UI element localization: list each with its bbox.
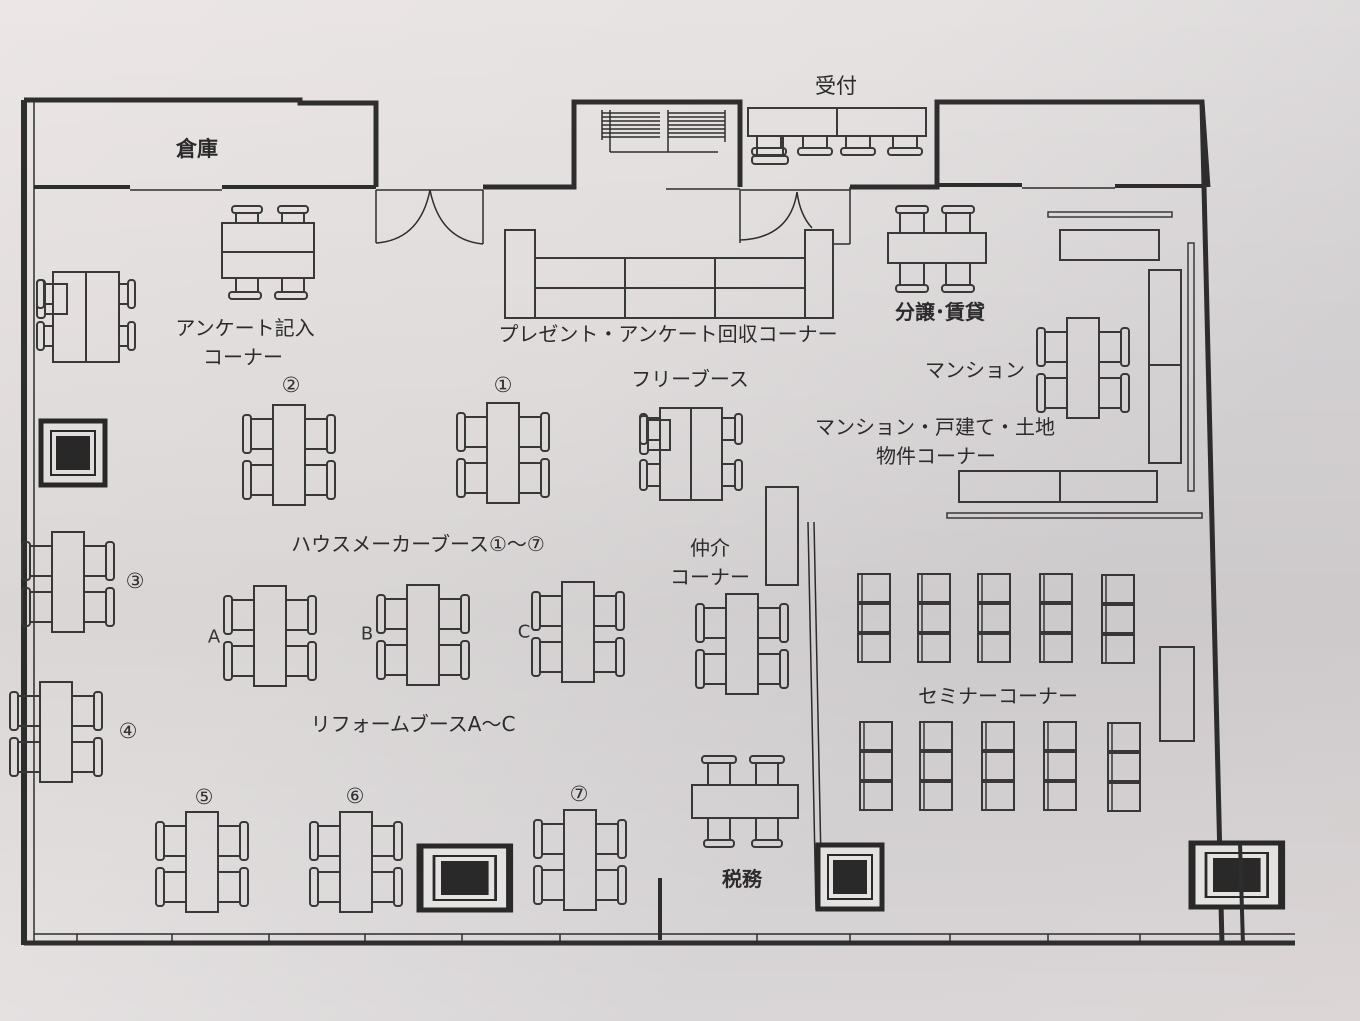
booth-number-5: ⑤ [194, 785, 214, 809]
reform-booths-label: リフォームブースA～C [310, 712, 516, 736]
tax-table [691, 755, 799, 848]
seminar-seats-front [858, 574, 1134, 663]
property-display-shelves [946, 211, 1203, 519]
reform-booth-a [224, 586, 316, 686]
reform-letter-a: A [207, 626, 221, 648]
pillar-seminar [818, 845, 882, 909]
booth-number-7: ⑦ [569, 782, 589, 806]
booth-7 [534, 810, 626, 910]
free-booth-table [639, 407, 723, 501]
present-collection-label: プレゼント・アンケート回収コーナー [498, 322, 838, 346]
left-top-table [36, 271, 120, 363]
brokerage-shelf [765, 486, 799, 586]
sale-rent-table [887, 205, 987, 293]
sale-rent-label: 分譲･賃貸 [895, 300, 985, 324]
booth-number-2: ② [281, 373, 301, 397]
reform-booth-c [532, 582, 624, 682]
booth-number-6: ⑥ [345, 784, 365, 808]
present-collection-counter [504, 229, 834, 319]
booth-number-4: ④ [118, 719, 138, 743]
pillar-bottom-center [420, 846, 510, 910]
brokerage-table [696, 594, 788, 694]
free-booth-label: フリーブース [631, 367, 749, 391]
booth-6 [310, 812, 402, 912]
brokerage-label-2: コーナー [670, 565, 750, 589]
booth-3 [22, 532, 114, 632]
pillar-right [1192, 843, 1282, 907]
booth-number-3: ③ [125, 569, 145, 593]
seminar-lectern [1159, 646, 1195, 742]
property-corner-label-1: マンション・戸建て・土地 [815, 415, 1055, 439]
reception-label: 受付 [815, 74, 857, 98]
reform-letter-b: B [360, 623, 374, 645]
seminar-label: セミナーコーナー [918, 684, 1078, 708]
booth-2 [243, 405, 335, 505]
reception-counter [747, 107, 927, 165]
seminar-seats-back [860, 722, 1140, 811]
tax-label: 税務 [722, 867, 762, 891]
survey-entry-label-1: アンケート記入 [175, 316, 315, 340]
survey-entry-label-2: コーナー [203, 345, 283, 369]
reform-booth-b [377, 585, 469, 685]
mansion-label: マンション [925, 358, 1025, 382]
pillar-left [41, 421, 105, 485]
brokerage-label-1: 仲介 [690, 536, 730, 560]
property-corner-label-2: 物件コーナー [876, 444, 996, 468]
storage-label: 倉庫 [176, 137, 218, 161]
booth-5 [156, 812, 248, 912]
mansion-table [1036, 317, 1130, 419]
outer-walls [21, 97, 1295, 946]
booth-number-1: ① [493, 373, 513, 397]
booth-1 [457, 403, 549, 503]
reform-letter-c: C [517, 621, 531, 643]
house-maker-booths-label: ハウスメーカーブース①～⑦ [291, 532, 545, 556]
survey-table [221, 205, 315, 300]
